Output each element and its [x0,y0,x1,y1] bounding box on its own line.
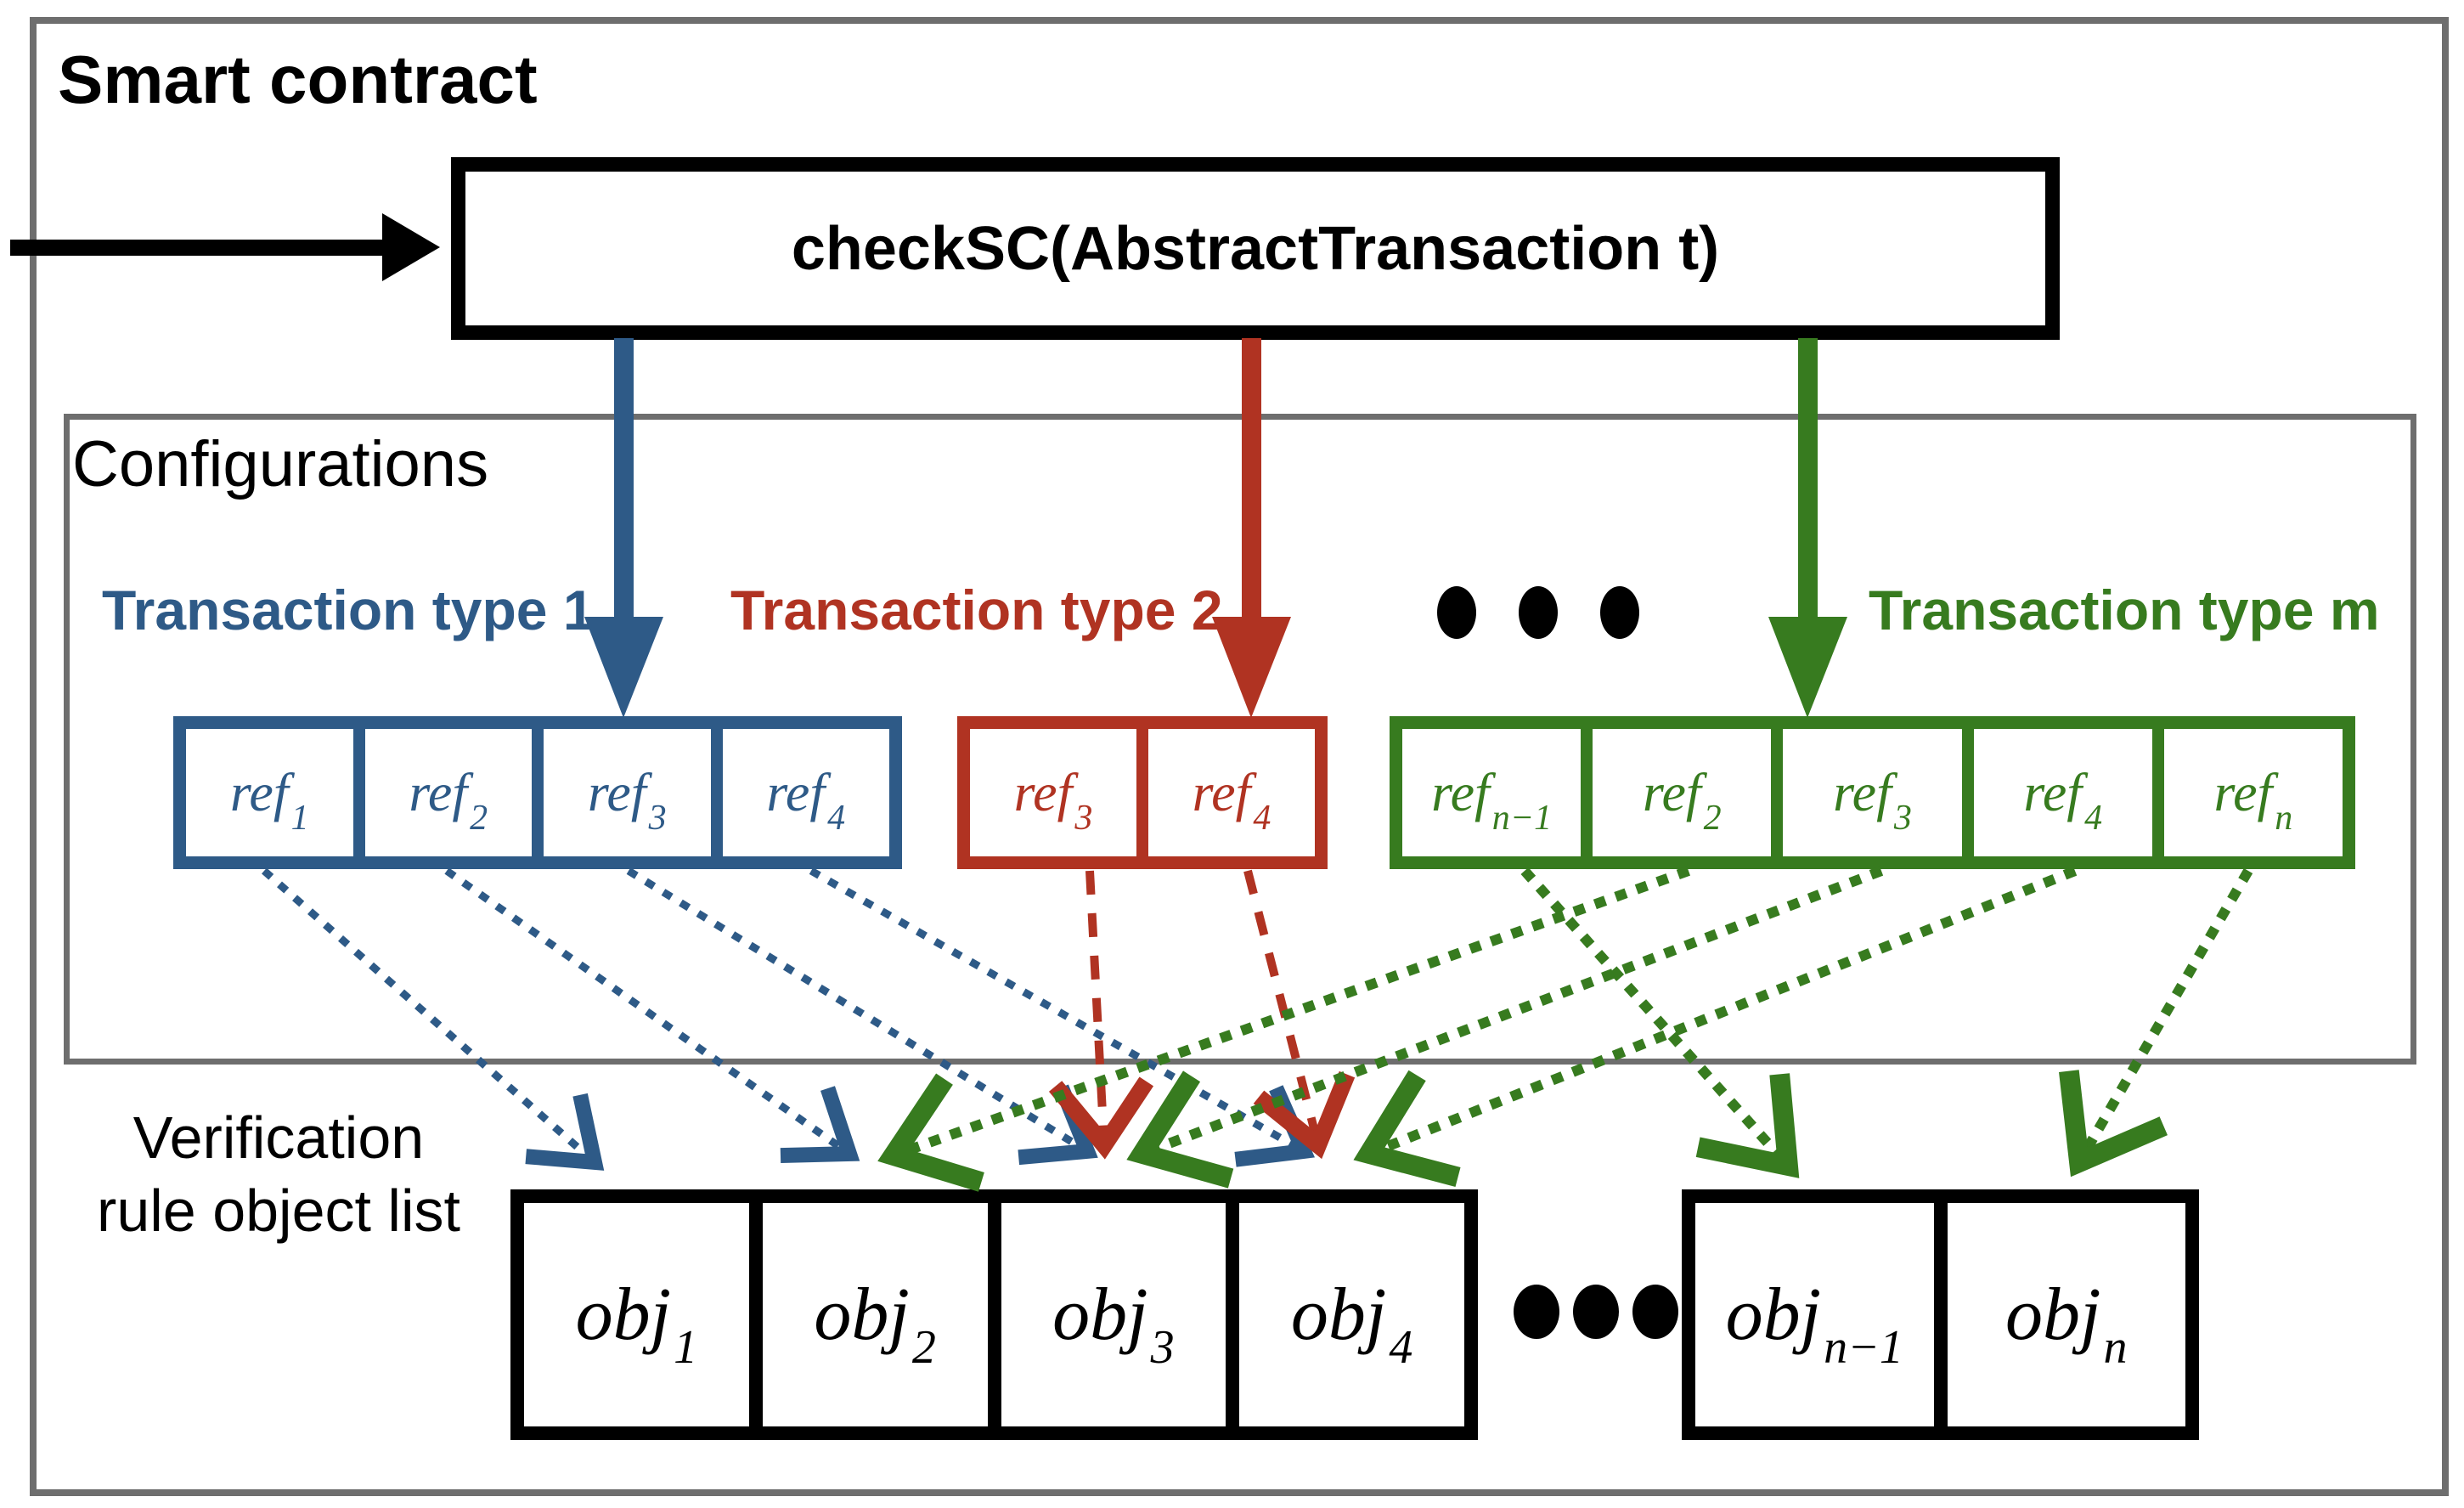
ref-to-obj-links-red [1048,869,1356,1160]
ref-to-obj-links-green [877,866,2253,1192]
dot-icon [1514,1285,1559,1339]
dot-icon [1632,1285,1678,1339]
ellipsis-icon [1437,586,1639,639]
smart-contract-title: Smart contract [58,42,538,117]
transaction-type-2-label: Transaction type 2 [730,579,1223,641]
entry-arrow [10,213,440,281]
transaction-type-m-label: Transaction type m [1869,579,2380,641]
dispatch-arrow-type2 [1212,338,1291,718]
transaction-type-1-label: Transaction type 1 [102,579,595,641]
dot-icon [1573,1285,1619,1339]
configurations-title: Configurations [72,428,489,500]
ref-to-obj-links-blue [262,867,1316,1171]
dot-icon [1519,586,1558,639]
dispatch-arrow-type1 [584,338,663,718]
dot-icon [1600,586,1639,639]
dot-icon [1437,586,1476,639]
checksc-function-box: checkSC(AbstractTransaction t) [451,157,2060,340]
verification-title: Verification rule object list [97,1104,460,1244]
checksc-function-label: checkSC(AbstractTransaction t) [791,214,1720,283]
dispatch-arrow-typem [1768,338,1847,718]
ellipsis-icon [1514,1285,1678,1339]
